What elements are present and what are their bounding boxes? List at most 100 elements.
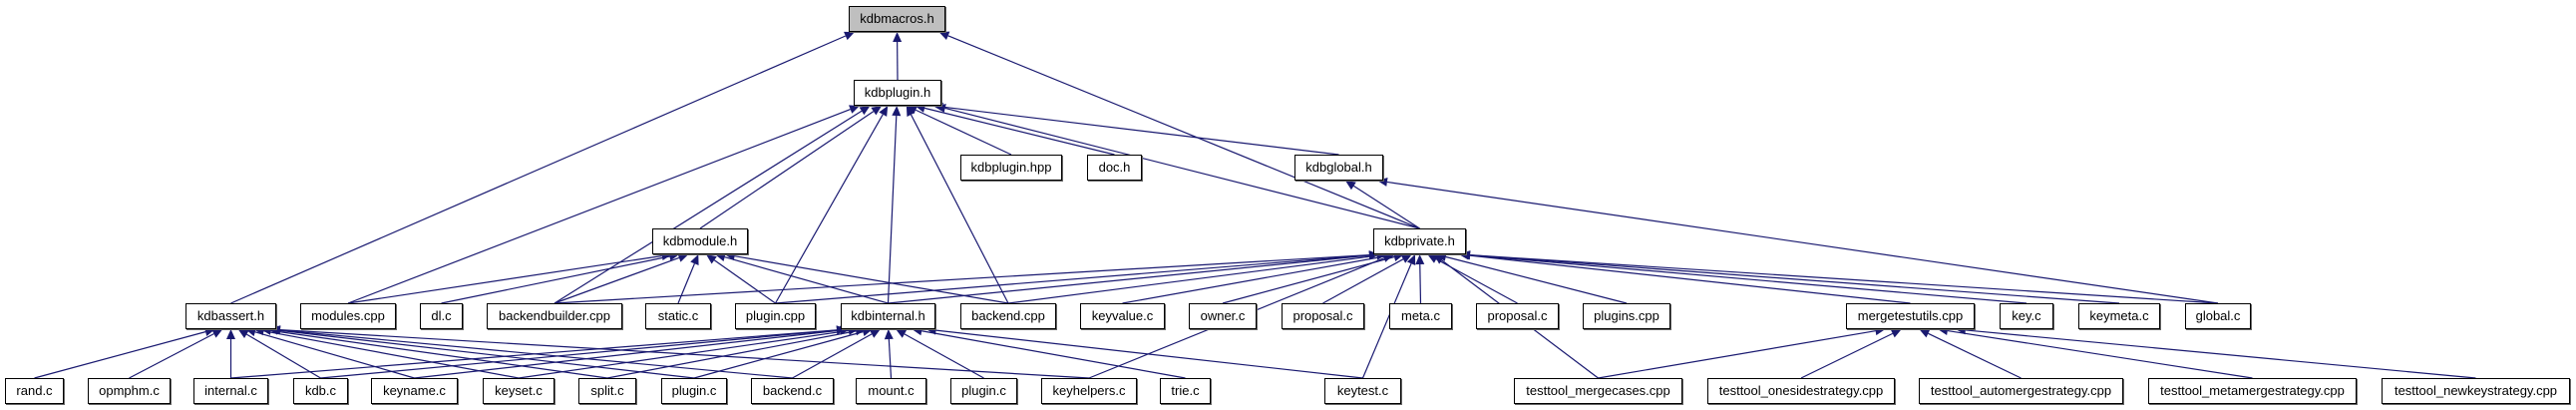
node-testtool-mergecases-cpp[interactable]: testtool_mergecases.cpp [1514, 378, 1682, 404]
node-kdbglobal-h[interactable]: kdbglobal.h [1294, 155, 1383, 181]
node-kdbprivate-h[interactable]: kdbprivate.h [1373, 228, 1466, 254]
edge-keymeta_c-to-kdbprivate_h [1469, 254, 2120, 304]
node-keyname-c[interactable]: keyname.c [371, 378, 458, 404]
edge-backend_c-to-kdbinternal_h [792, 333, 873, 379]
arrowhead-icon [915, 104, 926, 113]
edge-split_c-to-kdbassert_h [270, 329, 608, 379]
edge-keytest_c-to-kdbinternal_h [935, 329, 1363, 379]
node-rand-c[interactable]: rand.c [5, 378, 64, 404]
node-doc-h[interactable]: doc.h [1087, 155, 1142, 181]
arrowhead-icon [226, 329, 235, 339]
edge-keyvalue_c-to-kdbprivate_h [1122, 255, 1386, 304]
edge-kdbprivate_h-to-kdbmacros [947, 35, 1420, 229]
edge-kdbprivate_h-to-kdbplugin_h [944, 107, 1420, 229]
node-testtool-onesidestrategy-cpp[interactable]: testtool_onesidestrategy.cpp [1707, 378, 1895, 404]
node-mount-c[interactable]: mount.c [856, 378, 926, 404]
arrowhead-icon [1460, 250, 1471, 260]
node-proposal-c-1[interactable]: proposal.c [1282, 303, 1364, 329]
edge-testtool_mergecases_cpp-to-mergetestutils_cpp [1598, 330, 1876, 379]
node-plugin-c-1[interactable]: plugin.c [661, 378, 727, 404]
node-kdbplugin-hpp[interactable]: kdbplugin.hpp [960, 155, 1062, 181]
node-keyhelpers-c[interactable]: keyhelpers.c [1041, 378, 1137, 404]
node-modules-cpp[interactable]: modules.cpp [300, 303, 396, 329]
edge-kdb_c-to-kdbassert_h [246, 333, 321, 379]
node-keymeta-c[interactable]: keymeta.c [2078, 303, 2160, 329]
edge-global_c-to-kdbprivate_h [1469, 254, 2219, 304]
edge-rand_c-to-kdbassert_h [34, 331, 206, 379]
node-split-c[interactable]: split.c [578, 378, 636, 404]
edge-kdbinternal_h-to-kdbplugin_h [887, 115, 898, 304]
edge-internal_c-to-kdbinternal_h [230, 329, 838, 379]
node-plugin-c-2[interactable]: plugin.c [950, 378, 1017, 404]
edge-owner_c-to-kdbprivate_h [1222, 256, 1395, 304]
node-owner-c[interactable]: owner.c [1189, 303, 1257, 329]
node-plugin-cpp[interactable]: plugin.cpp [735, 303, 816, 329]
edge-keyname_c-to-kdbinternal_h [414, 329, 841, 379]
edge-backend_cpp-to-kdbmodule_h [734, 255, 1009, 304]
arrowhead-icon [893, 32, 903, 43]
edge-global_c-to-kdbglobal_h [1386, 181, 2219, 304]
node-mergetestutils-cpp[interactable]: mergetestutils.cpp [1846, 303, 1975, 329]
arrowhead-icon [1890, 329, 1902, 338]
node-meta-c[interactable]: meta.c [1389, 303, 1452, 329]
edge-kdbmodule_h-to-kdbplugin_h [699, 111, 875, 229]
node-keyvalue-c[interactable]: keyvalue.c [1080, 303, 1165, 329]
node-kdbinternal-h[interactable]: kdbinternal.h [841, 303, 935, 329]
arrowhead-icon [1415, 254, 1425, 265]
edge-mount_c-to-kdbinternal_h [888, 338, 893, 379]
arrowhead-icon [1392, 252, 1404, 261]
node-internal-c[interactable]: internal.c [193, 378, 268, 404]
node-backend-cpp[interactable]: backend.cpp [960, 303, 1056, 329]
edge-dl_c-to-kdbmodule_h [441, 255, 670, 304]
arrowhead-icon [1344, 181, 1356, 191]
node-testtool-automergestrategy-cpp[interactable]: testtool_automergestrategy.cpp [1919, 378, 2123, 404]
arrowhead-icon [1368, 250, 1379, 260]
edge-plugins_cpp-to-kdbprivate_h [1445, 255, 1628, 304]
node-static-c[interactable]: static.c [645, 303, 711, 329]
node-keytest-c[interactable]: keytest.c [1324, 378, 1401, 404]
node-testtool-newkeystrategy-cpp[interactable]: testtool_newkeystrategy.cpp [2382, 378, 2570, 404]
edge-kdbinternal_h-to-kdbmodule_h [724, 256, 889, 304]
edge-trie_c-to-kdbinternal_h [921, 330, 1186, 379]
edge-modules_cpp-to-kdbplugin_h [347, 109, 851, 304]
arrowhead-icon [844, 31, 855, 41]
edge-static_c-to-kdbmodule_h [677, 263, 695, 304]
arrowhead-icon [907, 106, 919, 115]
node-keyset-c[interactable]: keyset.c [483, 378, 554, 404]
node-key-c[interactable]: key.c [2000, 303, 2053, 329]
edge-kdb_c-to-kdbinternal_h [320, 329, 838, 379]
arrowhead-icon [879, 106, 889, 117]
node-backendbuilder-cpp[interactable]: backendbuilder.cpp [487, 303, 622, 329]
edge-testtool_newkeystrategy_cpp-to-mergetestutils_cpp [1965, 329, 2476, 379]
edge-backendbuilder_cpp-to-kdbmodule_h [553, 256, 680, 304]
edge-kdbglobal_h-to-kdbplugin_h [942, 106, 1339, 156]
node-dl-c[interactable]: dl.c [420, 303, 463, 329]
node-backend-c[interactable]: backend.c [751, 378, 834, 404]
edge-backendbuilder_cpp-to-kdbplugin_h [553, 110, 863, 304]
node-global-c[interactable]: global.c [2185, 303, 2251, 329]
node-proposal-c-2[interactable]: proposal.c [1476, 303, 1559, 329]
arrowhead-icon [1377, 177, 1388, 187]
arrowhead-icon [211, 329, 223, 338]
edge-opmphm_c-to-kdbassert_h [129, 333, 214, 379]
arrowhead-icon [1433, 254, 1445, 264]
edge-key_c-to-kdbprivate_h [1469, 254, 2027, 304]
node-testtool-metamergestrategy-cpp[interactable]: testtool_metamergestrategy.cpp [2148, 378, 2357, 404]
edge-kdbinternal_h-to-kdbprivate_h [888, 254, 1370, 304]
edge-keyset_c-to-kdbinternal_h [518, 329, 850, 379]
node-kdb-c[interactable]: kdb.c [293, 378, 348, 404]
edge-doc_h-to-kdbplugin_h [923, 107, 1115, 156]
node-kdbassert-h[interactable]: kdbassert.h [185, 303, 276, 329]
node-opmphm-c[interactable]: opmphm.c [88, 378, 171, 404]
edge-plugin_c_2-to-kdbinternal_h [904, 333, 984, 379]
node-kdbplugin-h[interactable]: kdbplugin.h [854, 80, 941, 106]
arrowhead-icon [1400, 254, 1412, 263]
node-plugins-cpp[interactable]: plugins.cpp [1583, 303, 1670, 329]
edge-split_c-to-kdbinternal_h [606, 330, 857, 379]
edge-keyset_c-to-kdbassert_h [263, 330, 520, 379]
node-trie-c[interactable]: trie.c [1160, 378, 1211, 404]
arrowhead-icon [1382, 253, 1393, 262]
node-kdbmodule-h[interactable]: kdbmodule.h [652, 228, 748, 254]
edge-backend_cpp-to-kdbplugin_h [910, 114, 1009, 304]
